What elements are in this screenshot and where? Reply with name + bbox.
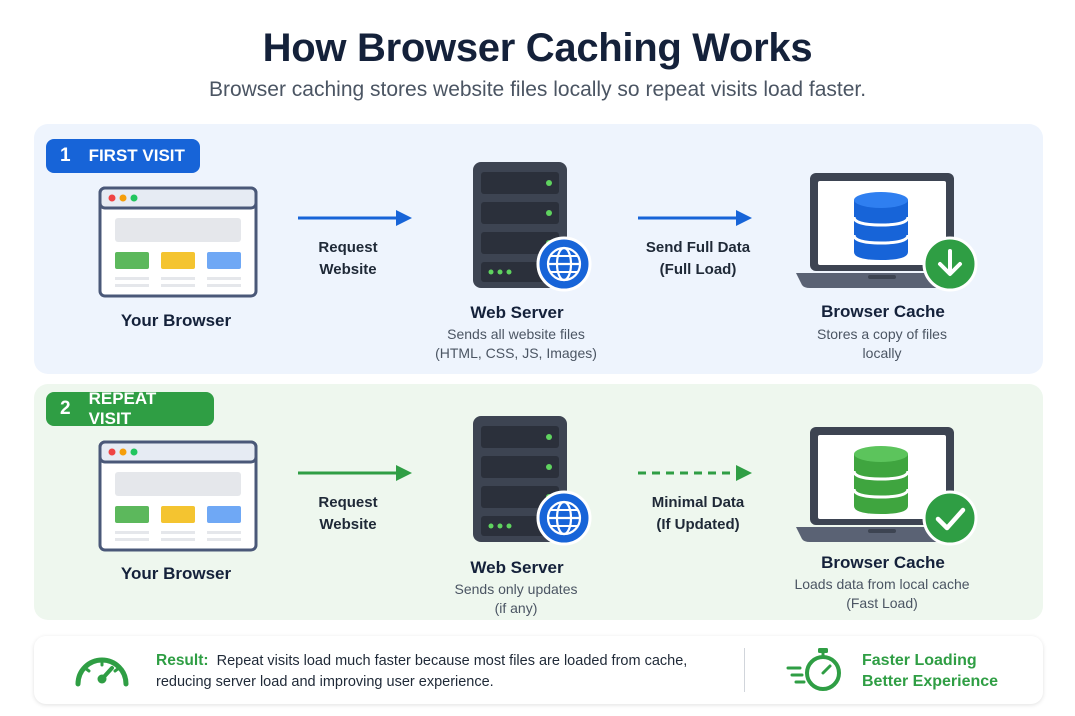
request-label: Request Website (318, 239, 378, 278)
result-line-1: Repeat visits load much faster because m… (216, 653, 688, 669)
globe-icon (536, 490, 592, 546)
server-label: Web Server (470, 558, 564, 577)
server-description: Sends all website files (HTML, CSS, JS, … (435, 326, 597, 361)
page-subtitle: Browser caching stores website files loc… (208, 78, 867, 101)
browser-window-icon (98, 440, 258, 552)
benefit-faster-loading: Faster Loading (862, 652, 977, 669)
download-icon (922, 236, 978, 292)
benefits: Faster Loading Better Experience (862, 650, 998, 692)
result-text: Result: Repeat visits load much faster b… (156, 650, 736, 693)
data-label: Minimal Data (If Updated) (651, 494, 745, 533)
database-icon (852, 446, 910, 514)
page-title: How Browser Caching Works (262, 26, 813, 70)
badge-label: REPEAT VISIT (88, 389, 157, 428)
data-label: Send Full Data (Full Load) (645, 239, 751, 278)
check-icon (922, 490, 978, 546)
cache-description: Loads data from local cache (Fast Load) (794, 576, 970, 611)
globe-icon (536, 236, 592, 292)
badge-label: FIRST VISIT (88, 146, 185, 165)
stopwatch-icon (786, 648, 841, 691)
request-arrow-icon (298, 210, 412, 226)
request-arrow-icon (298, 465, 412, 481)
database-icon (852, 192, 910, 260)
cache-label: Browser Cache (821, 302, 945, 321)
repeat-visit-badge: 2 REPEAT VISIT (46, 389, 214, 428)
data-arrow-icon (638, 465, 752, 481)
speedometer-icon (75, 657, 129, 687)
result-line-2: reducing server load and improving user … (156, 674, 494, 690)
request-label: Request Website (318, 494, 378, 533)
browser-label: Your Browser (120, 311, 232, 330)
server-description: Sends only updates (if any) (454, 581, 578, 616)
step-number: 2 (60, 398, 71, 419)
first-visit-badge: 1 FIRST VISIT (46, 139, 200, 173)
cache-label: Browser Cache (821, 553, 945, 572)
server-label: Web Server (470, 303, 564, 322)
result-bar (34, 636, 1043, 704)
data-arrow-icon (638, 210, 752, 226)
cache-description: Stores a copy of files locally (817, 326, 947, 361)
step-number: 1 (60, 145, 71, 166)
browser-label: Your Browser (120, 564, 232, 583)
divider (744, 648, 745, 692)
browser-window-icon (98, 186, 258, 298)
benefit-better-experience: Better Experience (862, 673, 999, 690)
result-key: Result: (156, 652, 209, 669)
